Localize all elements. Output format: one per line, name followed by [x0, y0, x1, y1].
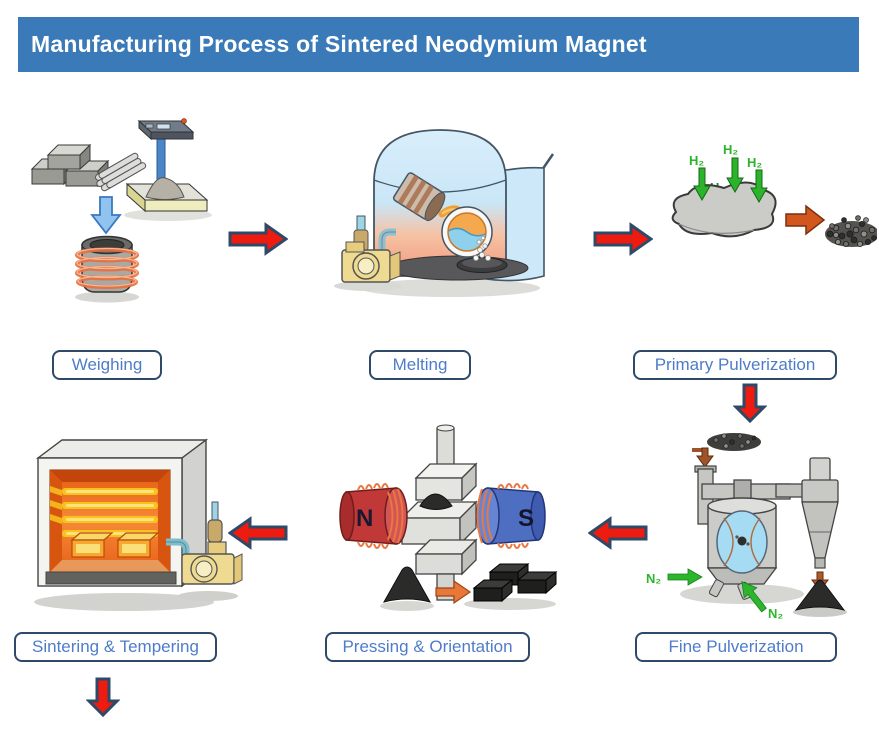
illustration-melting [334, 129, 555, 297]
magnet-north-icon: N [339, 483, 408, 549]
coarse-powder-icon [825, 215, 877, 248]
jet-mill-icon [694, 465, 791, 600]
induction-crucible-icon [75, 235, 139, 293]
flow-arrow-left-2 [228, 516, 288, 550]
mold-icon [456, 235, 508, 273]
nitrogen-arrow-icon [741, 580, 767, 613]
nozzle-left [708, 579, 724, 598]
milling-particles [735, 535, 750, 546]
magnet-south-icon: S [476, 483, 546, 549]
powder-cone-icon [382, 566, 432, 603]
hydrogen-label: H₂ [747, 155, 762, 170]
nitrogen-label: N₂ [646, 571, 661, 586]
powder-feed-icon [707, 433, 761, 451]
cyclone-icon [775, 457, 847, 617]
flow-arrow-down-1 [733, 383, 767, 423]
step-label-melting: Melting [369, 350, 471, 380]
metal-ingots-icon [30, 143, 110, 188]
hydrogen-label: H₂ [723, 142, 738, 157]
page-title: Manufacturing Process of Sintered Neodym… [31, 31, 647, 57]
illustration-fine-pulverization: N₂ N₂ [646, 433, 847, 621]
flow-arrow-down-2 [86, 677, 120, 717]
magnet-s-label: S [518, 505, 534, 532]
vacuum-pump-icon [334, 215, 402, 291]
flow-arrow-right-2 [593, 222, 653, 256]
title-bar: Manufacturing Process of Sintered Neodym… [18, 17, 859, 72]
weighing-scale-icon [125, 118, 209, 213]
down-arrow-blue-icon [90, 196, 122, 235]
illustration-weighing [30, 118, 212, 303]
illustration-sintering-tempering [34, 438, 243, 611]
chamber-floor [387, 255, 529, 281]
fine-powder-cone [794, 579, 846, 611]
flow-arrow-right-1 [228, 222, 288, 256]
step-label-sintering-tempering: Sintering & Tempering [14, 632, 217, 662]
crucible-shadow [75, 291, 139, 303]
step-label-primary-pulverization: Primary Pulverization [633, 350, 837, 380]
illustration-primary-pulverization: H₂ H₂ H₂ H₂ [671, 142, 877, 248]
furnace-shadow [34, 593, 214, 611]
step-label-fine-pulverization: Fine Pulverization [635, 632, 837, 662]
feed-arrow-icon [696, 447, 714, 468]
vacuum-pump-icon [166, 501, 243, 601]
powder-in-die [419, 493, 453, 510]
step-label-weighing: Weighing [52, 350, 162, 380]
transform-arrow-icon [785, 204, 826, 236]
transform-arrow-icon [435, 579, 472, 605]
illustration-pressing-orientation: N S [339, 424, 558, 611]
pressed-blocks-icon [472, 562, 558, 603]
nitrogen-arrow-icon [667, 568, 703, 586]
magnet-n-label: N [356, 505, 373, 532]
scale-shadow [124, 209, 212, 221]
metal-rods-icon [95, 152, 147, 192]
hydrogen-arrows [693, 157, 768, 204]
sintering-furnace-icon [35, 438, 209, 588]
flow-arrow-left-1 [588, 516, 648, 550]
molten-metal-window-icon [441, 206, 493, 258]
step-label-pressing-orientation: Pressing & Orientation [325, 632, 530, 662]
cone-shadow [380, 601, 434, 611]
pouring-crucible-icon [392, 172, 446, 222]
glowing-compacts [70, 532, 160, 558]
nitrogen-label: N₂ [768, 606, 783, 621]
chamber-shadow [360, 279, 540, 297]
scale-indicator-light [181, 118, 187, 124]
hydrogen-label: H₂ [689, 153, 704, 168]
powder-pile [145, 177, 185, 200]
